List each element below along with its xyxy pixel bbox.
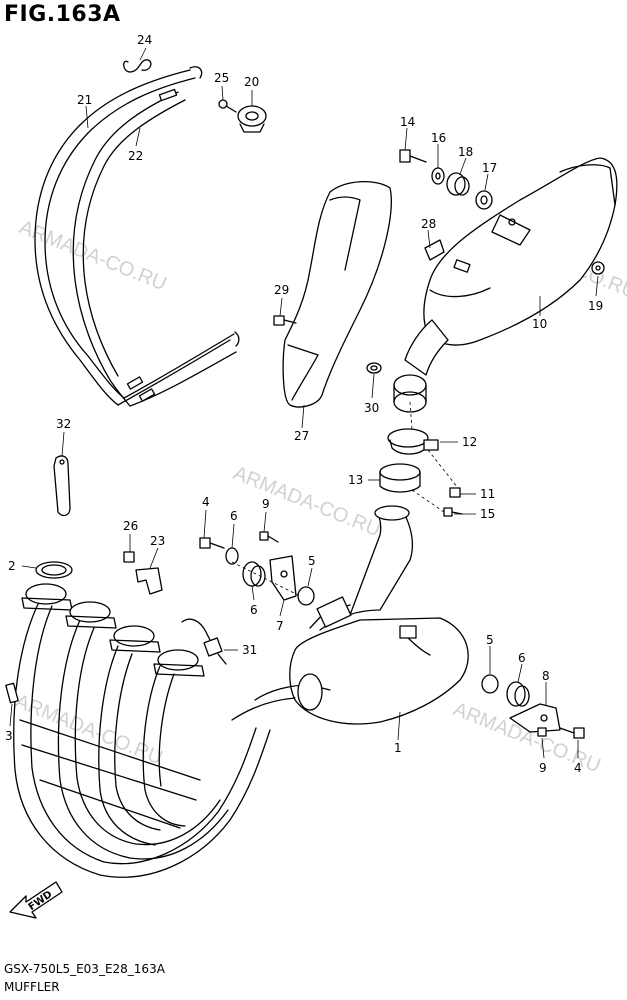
callouts: 24 21 22 25 20 14 16 18 17 28 19 10 29 3… (5, 33, 603, 775)
grommet-6-mid (242, 561, 266, 587)
grommet-18 (446, 172, 470, 196)
watermark: ARMADA-CO.RU (12, 690, 166, 769)
gasket-2 (35, 561, 73, 579)
model-code: GSX-750L5_E03_E28_163A (4, 962, 165, 976)
callout-15: 15 (480, 507, 495, 521)
bolt-9-lower (537, 727, 547, 737)
callout-17: 17 (482, 161, 497, 175)
callout-6-mid: 6 (250, 603, 258, 617)
callout-28: 28 (421, 217, 436, 231)
cable-cap-20 (237, 105, 267, 133)
flange (153, 649, 205, 677)
callout-22: 22 (128, 149, 143, 163)
nut-19 (591, 261, 605, 275)
bolt-9-upper (259, 531, 279, 543)
group-name: MUFFLER (4, 980, 60, 994)
exhaust-chamber-1 (289, 505, 469, 725)
throttle-cable-assembly (34, 66, 240, 407)
exhaust-headers (13, 599, 331, 878)
callout-31: 31 (242, 643, 257, 657)
leader-lines (9, 47, 599, 759)
washer-30 (366, 362, 382, 374)
muffler-10 (393, 157, 618, 413)
callout-4-lower: 4 (574, 761, 582, 775)
callout-8: 8 (542, 669, 550, 683)
flange (65, 601, 117, 629)
callout-7: 7 (276, 619, 284, 633)
stud-3 (5, 682, 19, 704)
callout-9-lower: 9 (539, 761, 547, 775)
cable-clip (123, 59, 152, 73)
callout-11: 11 (480, 487, 495, 501)
callout-24: 24 (137, 33, 152, 47)
callout-12: 12 (462, 435, 477, 449)
bolt-4-upper (199, 537, 225, 549)
callout-16: 16 (431, 131, 446, 145)
callout-18: 18 (458, 145, 473, 159)
heat-shield-27 (282, 180, 392, 408)
flange (109, 625, 161, 653)
grommet-6-right (506, 681, 530, 707)
screw-25 (218, 99, 237, 113)
callout-32: 32 (56, 417, 71, 431)
header-flanges (21, 583, 205, 677)
clamp-12 (387, 428, 439, 455)
callout-2: 2 (8, 559, 16, 573)
callout-29: 29 (274, 283, 289, 297)
collar-17 (475, 190, 493, 210)
washer-6-upper (225, 547, 239, 565)
callout-19: 19 (588, 299, 603, 313)
bolt-29 (273, 315, 297, 326)
callout-10: 10 (532, 317, 547, 331)
nut-11 (449, 487, 461, 498)
callout-6-right: 6 (518, 651, 526, 665)
watermark: ARMADA-CO.RU (16, 216, 170, 295)
callout-6-upper: 6 (230, 509, 238, 523)
callout-1: 1 (394, 741, 402, 755)
fwd-arrow-icon: FWD (9, 881, 63, 919)
callout-3: 3 (5, 729, 13, 743)
callout-30: 30 (364, 401, 379, 415)
bushing-5-right (481, 674, 499, 694)
callout-23: 23 (150, 534, 165, 548)
bracket-28 (424, 239, 445, 261)
bolt-15 (443, 507, 463, 517)
callout-20: 20 (244, 75, 259, 89)
bracket-23 (135, 567, 163, 595)
bracket-8 (509, 703, 561, 733)
o2-sensor-31 (181, 618, 227, 665)
figure-title: FIG.163A (4, 2, 121, 27)
callout-21: 21 (77, 93, 92, 107)
callout-13: 13 (348, 473, 363, 487)
nut-26 (123, 551, 135, 563)
callout-5-right: 5 (486, 633, 494, 647)
bolt-14 (399, 149, 427, 163)
callout-4-upper: 4 (202, 495, 210, 509)
callout-5-upper: 5 (308, 554, 316, 568)
bracket-7 (269, 555, 297, 601)
flange (21, 583, 73, 611)
callout-27: 27 (294, 429, 309, 443)
callout-26: 26 (123, 519, 138, 533)
bolt-4-lower (559, 727, 585, 739)
washer-16 (431, 167, 445, 185)
gasket-13 (379, 463, 421, 493)
callout-14: 14 (400, 115, 415, 129)
callout-25: 25 (214, 71, 229, 85)
callout-9-upper: 9 (262, 497, 270, 511)
hanger-strap-32 (53, 455, 71, 517)
bushing-5-upper (297, 586, 315, 606)
